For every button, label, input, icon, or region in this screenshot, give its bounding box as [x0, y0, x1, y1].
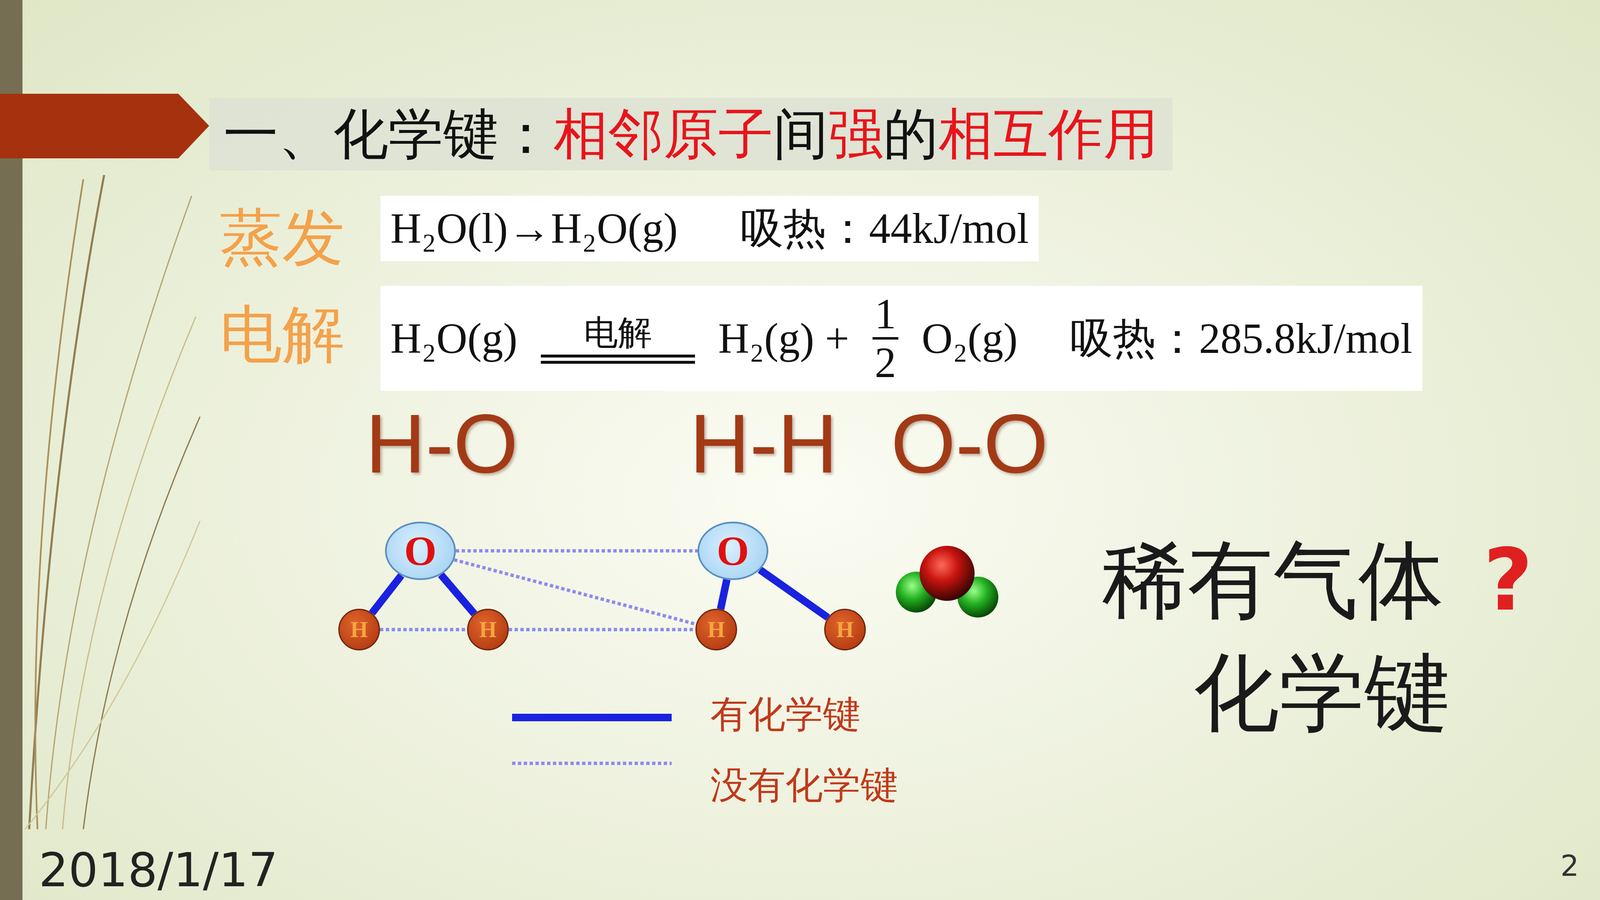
equation-text: H₂(g) +: [718, 311, 850, 366]
question-mark: ?: [1483, 531, 1533, 630]
equation-text: 吸热：44kJ/mol: [740, 201, 1029, 256]
fraction-bar: [872, 337, 899, 340]
fraction-denominator: 2: [874, 341, 897, 385]
atom-symbol: H: [707, 618, 725, 641]
equation-text: O₂(g): [921, 311, 1018, 366]
legend-text: 没有化学键: [710, 762, 898, 808]
double-line: [540, 354, 695, 364]
atom-symbol: O: [716, 530, 750, 572]
bond-label: H-O: [365, 397, 519, 490]
legend-dotted-line: [512, 761, 672, 765]
no-bond-line: [508, 629, 696, 630]
fraction: 12: [872, 292, 899, 385]
equation-text: 吸热：285.8kJ/mol: [1070, 311, 1413, 366]
fraction-numerator: 1: [874, 292, 897, 336]
section-label: 电解: [219, 300, 345, 369]
page-number: 2: [1560, 850, 1580, 883]
hydrogen-atom: H: [467, 608, 509, 651]
equation-box: H₂O(g)电解H₂(g) +12O₂(g)吸热：285.8kJ/mol: [380, 285, 1423, 391]
ball-model: [895, 545, 999, 618]
bond-line: [720, 579, 727, 610]
bond-label: H-H: [689, 397, 838, 490]
title-banner: [0, 93, 210, 159]
oxygen-atom: O: [697, 521, 769, 580]
atom-symbol: H: [350, 618, 368, 641]
no-bond-line: [455, 550, 698, 552]
title-text: 一、化学键：相邻原子间强的相互作用: [223, 103, 1159, 165]
legend-solid-line: [512, 713, 672, 722]
atom-symbol: H: [479, 618, 497, 641]
equation-box: H₂O(l)→H₂O(g) 吸热：44kJ/mol: [380, 195, 1039, 262]
atom-symbol: O: [404, 530, 437, 572]
atom-symbol: H: [836, 618, 854, 641]
bond-line: [440, 574, 475, 614]
legend-text: 有化学键: [710, 691, 861, 737]
bond-line: [372, 575, 402, 614]
equation-text: H₂O(g): [390, 311, 518, 366]
date-text: 2018/1/17: [38, 845, 278, 895]
condition-column: 电解: [540, 312, 695, 364]
hydrogen-atom: H: [824, 608, 866, 651]
condition-text: 电解: [583, 312, 653, 353]
decor-curves: [25, 175, 200, 830]
oxygen-atom: O: [385, 521, 456, 580]
section-label: 蒸发: [219, 203, 345, 273]
bond-label: O-O: [890, 397, 1049, 490]
question-text: 稀有气体: [1102, 531, 1444, 630]
bond-line: [760, 569, 828, 618]
equation-text: H₂O(l)→H₂O(g): [390, 201, 678, 256]
title-box: 一、化学键：相邻原子间强的相互作用: [209, 97, 1173, 171]
no-bond-line: [380, 629, 468, 630]
hydrogen-atom: H: [338, 608, 380, 651]
hydrogen-atom: H: [695, 608, 738, 651]
question-text: 化学键: [1193, 643, 1450, 743]
